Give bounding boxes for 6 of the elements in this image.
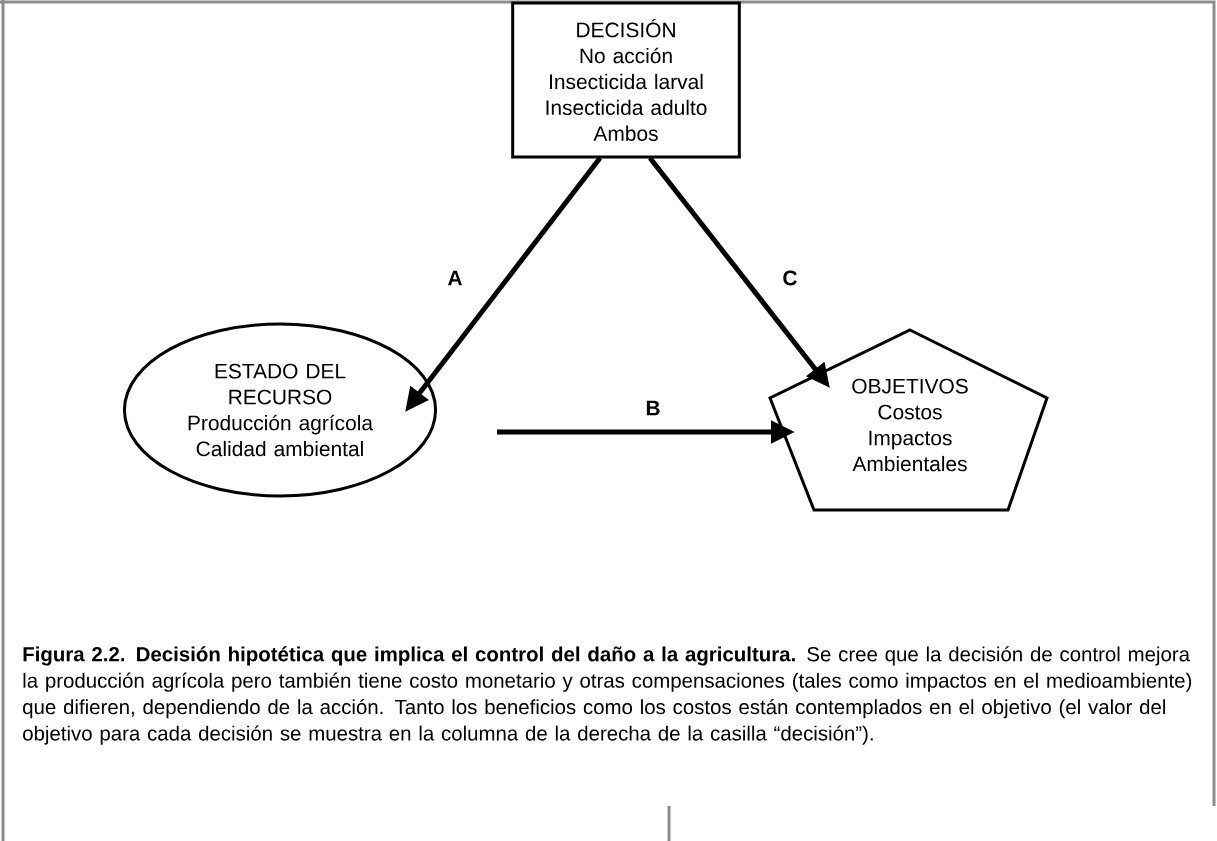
objectives-pentagon: OBJETIVOS Costos Impactos Ambientales bbox=[768, 328, 1049, 512]
caption: Figura 2.2. Decisión hipotética que implica el control del daño a la agricultura. Se cree que la decisión de control mejora la producción agrícola pero también tiene costo monetario y otras compensaciones (tales como impactos en el medioambiente) que difieren, dependiendo de la acción. Tanto los beneficios como los costos están contemplados en el objetivo (el valor del objetivo para cada decisión se muestra en la columna de la derecha de la casilla “decisión”). bbox=[23, 646, 1192, 745]
edge-label: A bbox=[447, 270, 462, 286]
edge-label: B bbox=[646, 400, 660, 416]
edge-label: C bbox=[783, 270, 797, 286]
decision-box: DECISIÓN No acción Insecticida larval Insecticida adulto Ambos bbox=[511, 1, 741, 159]
